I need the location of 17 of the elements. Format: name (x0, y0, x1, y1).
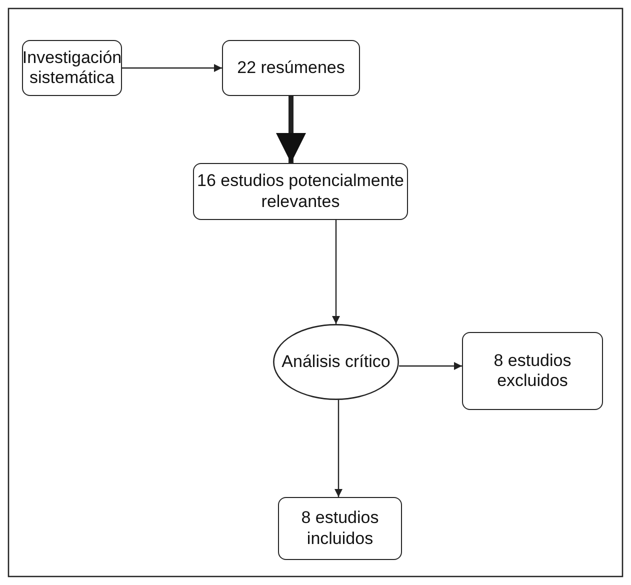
process-box (193, 163, 408, 220)
node-label: 16 estudios potencialmente relevantes (196, 171, 405, 212)
node-label: 22 resúmenes (237, 58, 345, 78)
node-label: 8 estudios incluidos (300, 508, 380, 549)
process-box (462, 332, 603, 410)
arrow (399, 362, 462, 370)
node-label: Análisis crítico (282, 352, 390, 372)
arrow (334, 400, 342, 497)
arrow (122, 64, 222, 72)
node-label: 8 estudios excluidos (492, 350, 572, 392)
process-box (222, 40, 360, 96)
arrow (332, 220, 340, 324)
decision-ellipse (273, 324, 399, 400)
arrow (276, 96, 306, 163)
process-box (278, 497, 402, 560)
node-label: Investigación sistemática (22, 48, 122, 88)
process-box (22, 40, 122, 96)
